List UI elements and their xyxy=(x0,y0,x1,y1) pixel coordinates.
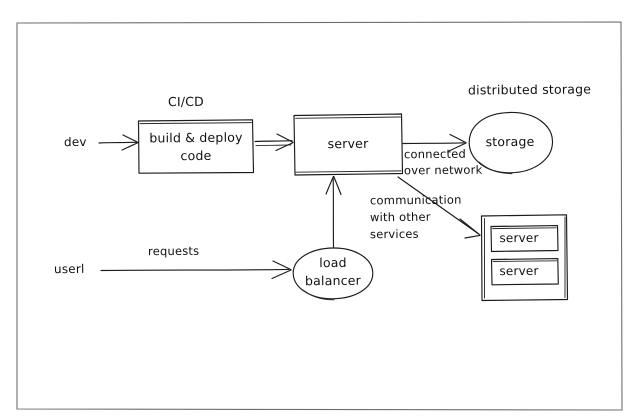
label-connected-over-network-line1: connected xyxy=(403,146,467,162)
node-build-deploy-box xyxy=(137,119,255,174)
label-build-deploy-line1: build & deploy xyxy=(149,129,243,146)
label-distributed-storage-title: distributed storage xyxy=(467,81,592,98)
label-communication-line3: services xyxy=(369,226,419,242)
label-communication-line1: communication xyxy=(369,192,462,208)
label-build-deploy-line2: code xyxy=(180,147,212,164)
label-dev: dev xyxy=(63,134,87,150)
node-load-balancer-ellipse xyxy=(292,247,374,301)
label-connected-over-network-line2: over network xyxy=(403,162,483,178)
outer-frame xyxy=(16,21,623,411)
label-stack-server-1: server xyxy=(499,230,539,246)
node-server-box xyxy=(293,113,404,176)
label-load-balancer-line1: load xyxy=(319,254,347,271)
edge-lb-to-server xyxy=(325,175,342,248)
label-load-balancer-line2: balancer xyxy=(304,272,362,289)
edge-server-to-stack xyxy=(397,176,481,239)
node-storage-ellipse xyxy=(468,111,554,175)
label-stack-server-2: server xyxy=(499,263,539,279)
label-server-main: server xyxy=(327,135,369,152)
edge-server-to-storage xyxy=(402,133,467,152)
label-cicd-title: CI/CD xyxy=(167,93,205,110)
label-requests: requests xyxy=(147,243,200,259)
label-user: userl xyxy=(53,261,85,277)
node-server-stack-container xyxy=(480,214,569,302)
label-communication-line2: with other xyxy=(369,209,431,225)
edge-user-to-lb xyxy=(100,260,292,280)
label-storage: storage xyxy=(485,133,535,150)
edge-dev-to-build xyxy=(98,134,139,151)
edge-build-to-server xyxy=(254,133,294,152)
